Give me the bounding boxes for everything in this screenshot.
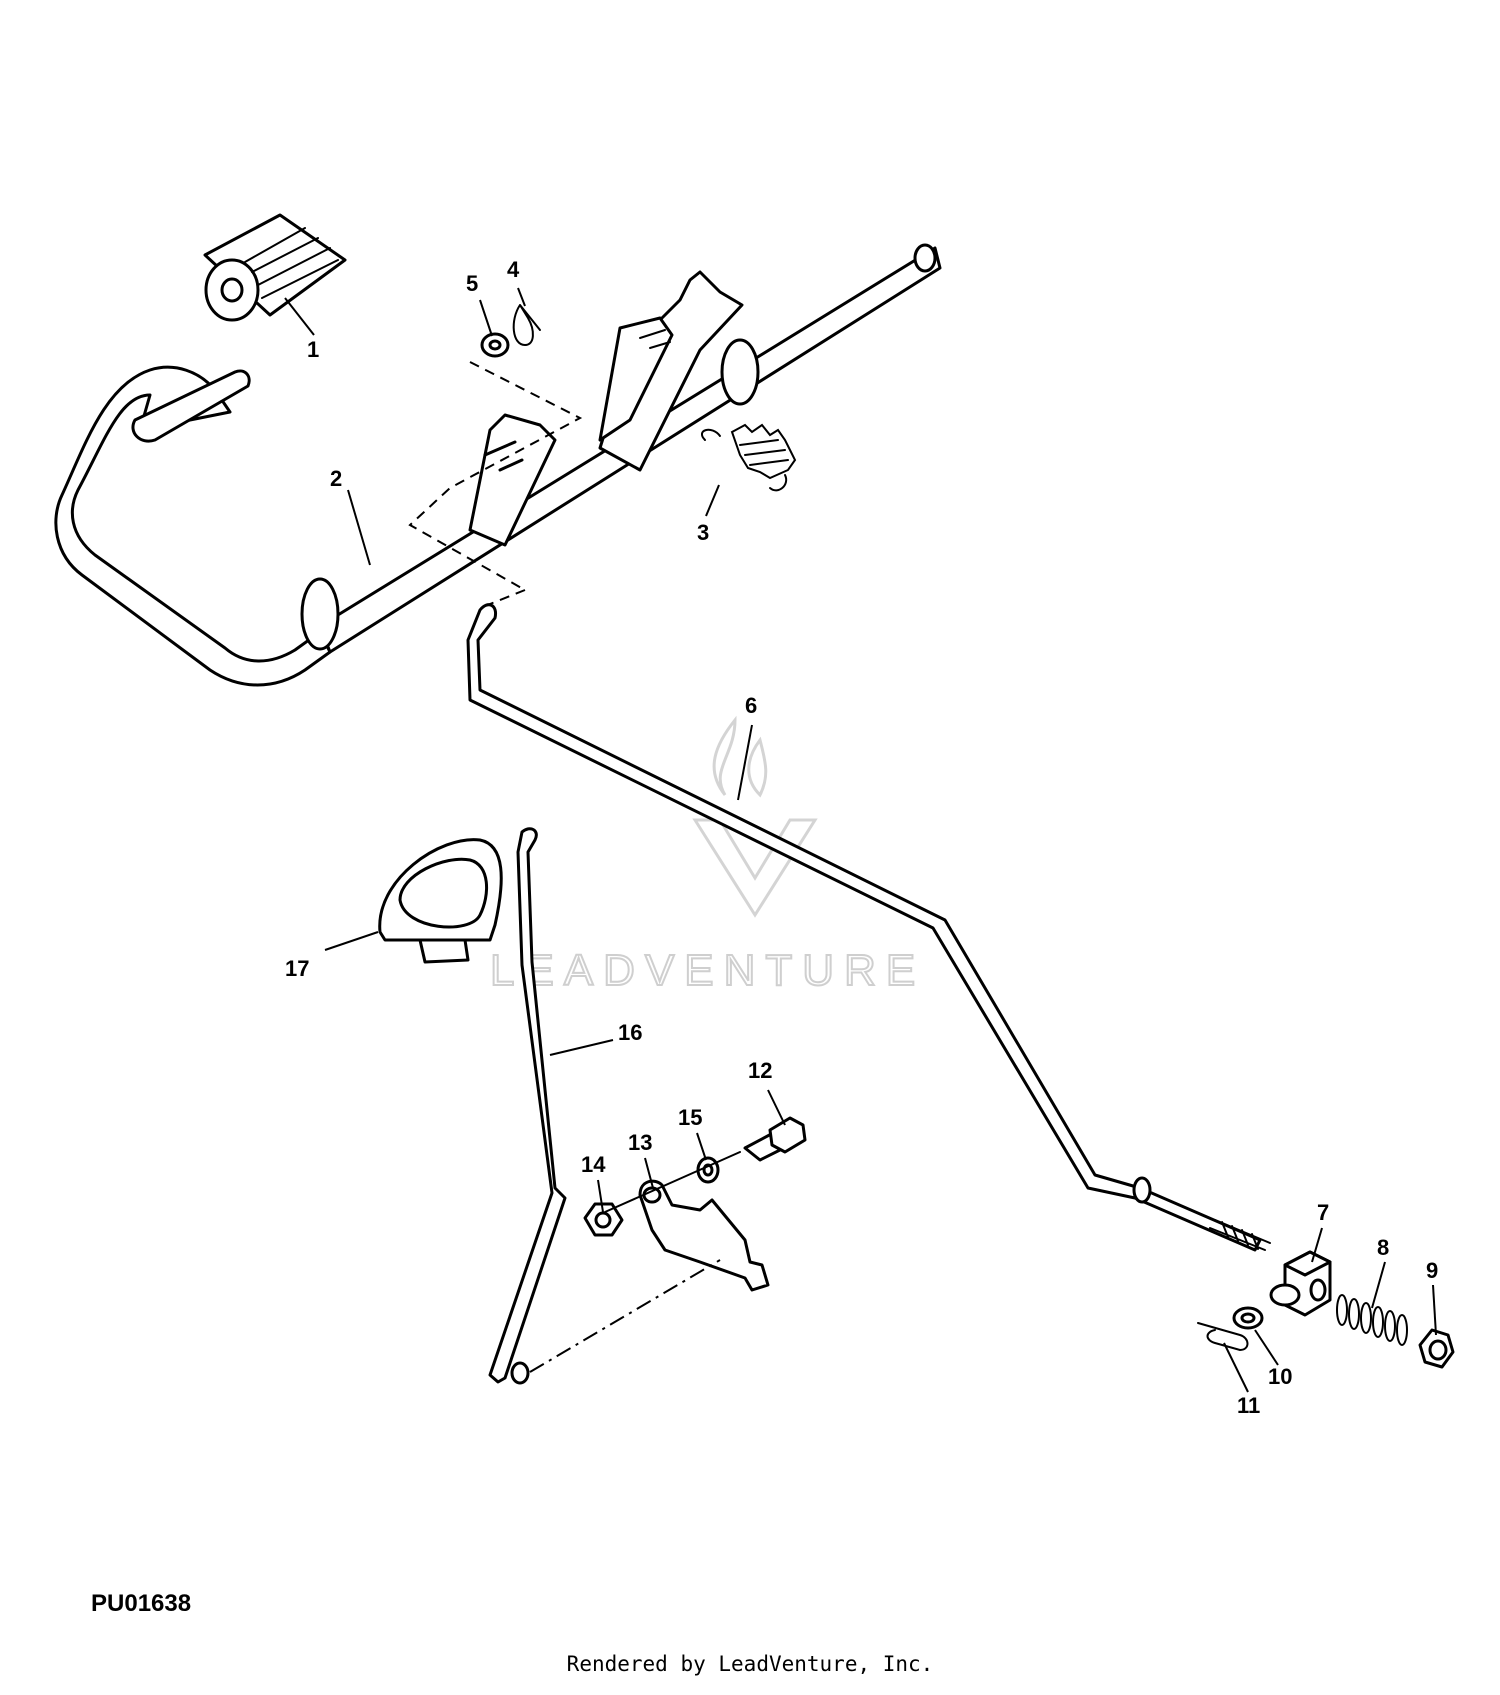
part-bolt: [743, 1116, 807, 1162]
callout-12: 12: [748, 1058, 772, 1083]
part-washer: [480, 332, 510, 358]
part-extension-spring: [701, 423, 797, 492]
watermark-text: LEADVENTURE: [490, 946, 925, 995]
callout-11: 11: [1237, 1393, 1260, 1418]
part-lift-rod: [488, 827, 567, 1385]
assembly-axis-bolt: [604, 1151, 741, 1213]
watermark: LEADVENTURE: [489, 715, 925, 996]
part-grip: [203, 213, 347, 322]
part-hairpin-trunnion: [1197, 1322, 1249, 1352]
callout-10: 10: [1268, 1364, 1292, 1389]
callout-9: 9: [1426, 1258, 1438, 1283]
callout-13: 13: [628, 1130, 652, 1155]
part-knob: [378, 838, 503, 964]
callout-3: 3: [697, 520, 709, 545]
callout-7: 7: [1317, 1200, 1329, 1225]
callout-15: 15: [678, 1105, 702, 1130]
callout-6: 6: [745, 693, 757, 718]
part-control-rod: [466, 603, 1271, 1252]
callout-8: 8: [1377, 1235, 1389, 1260]
callout-14: 14: [581, 1152, 606, 1177]
callouts: 1 2 3 4 5 6 7 8 9 10 11 12 13 14 15 16 1…: [285, 257, 1438, 1418]
leader-lines: [284, 287, 1437, 1393]
part-flange-nut: [1418, 1328, 1455, 1369]
callout-1: 1: [307, 337, 319, 362]
callout-2: 2: [330, 466, 342, 491]
callout-4: 4: [507, 257, 520, 282]
part-washer-trunnion: [1232, 1306, 1264, 1330]
assembly-line-rod: [529, 1259, 721, 1373]
part-handle-shaft: [54, 243, 942, 687]
callout-5: 5: [466, 271, 478, 296]
part-bracket: [638, 1179, 770, 1292]
render-credit: Rendered by LeadVenture, Inc.: [566, 1652, 934, 1676]
part-compression-spring: [1336, 1294, 1408, 1346]
part-trunnion: [1269, 1250, 1332, 1317]
part-hairpin-clip: [512, 304, 541, 347]
callout-16: 16: [618, 1020, 642, 1045]
callout-17: 17: [285, 956, 309, 981]
part-hex-nut: [583, 1202, 624, 1237]
diagram-reference-code: PU01638: [91, 1590, 192, 1617]
